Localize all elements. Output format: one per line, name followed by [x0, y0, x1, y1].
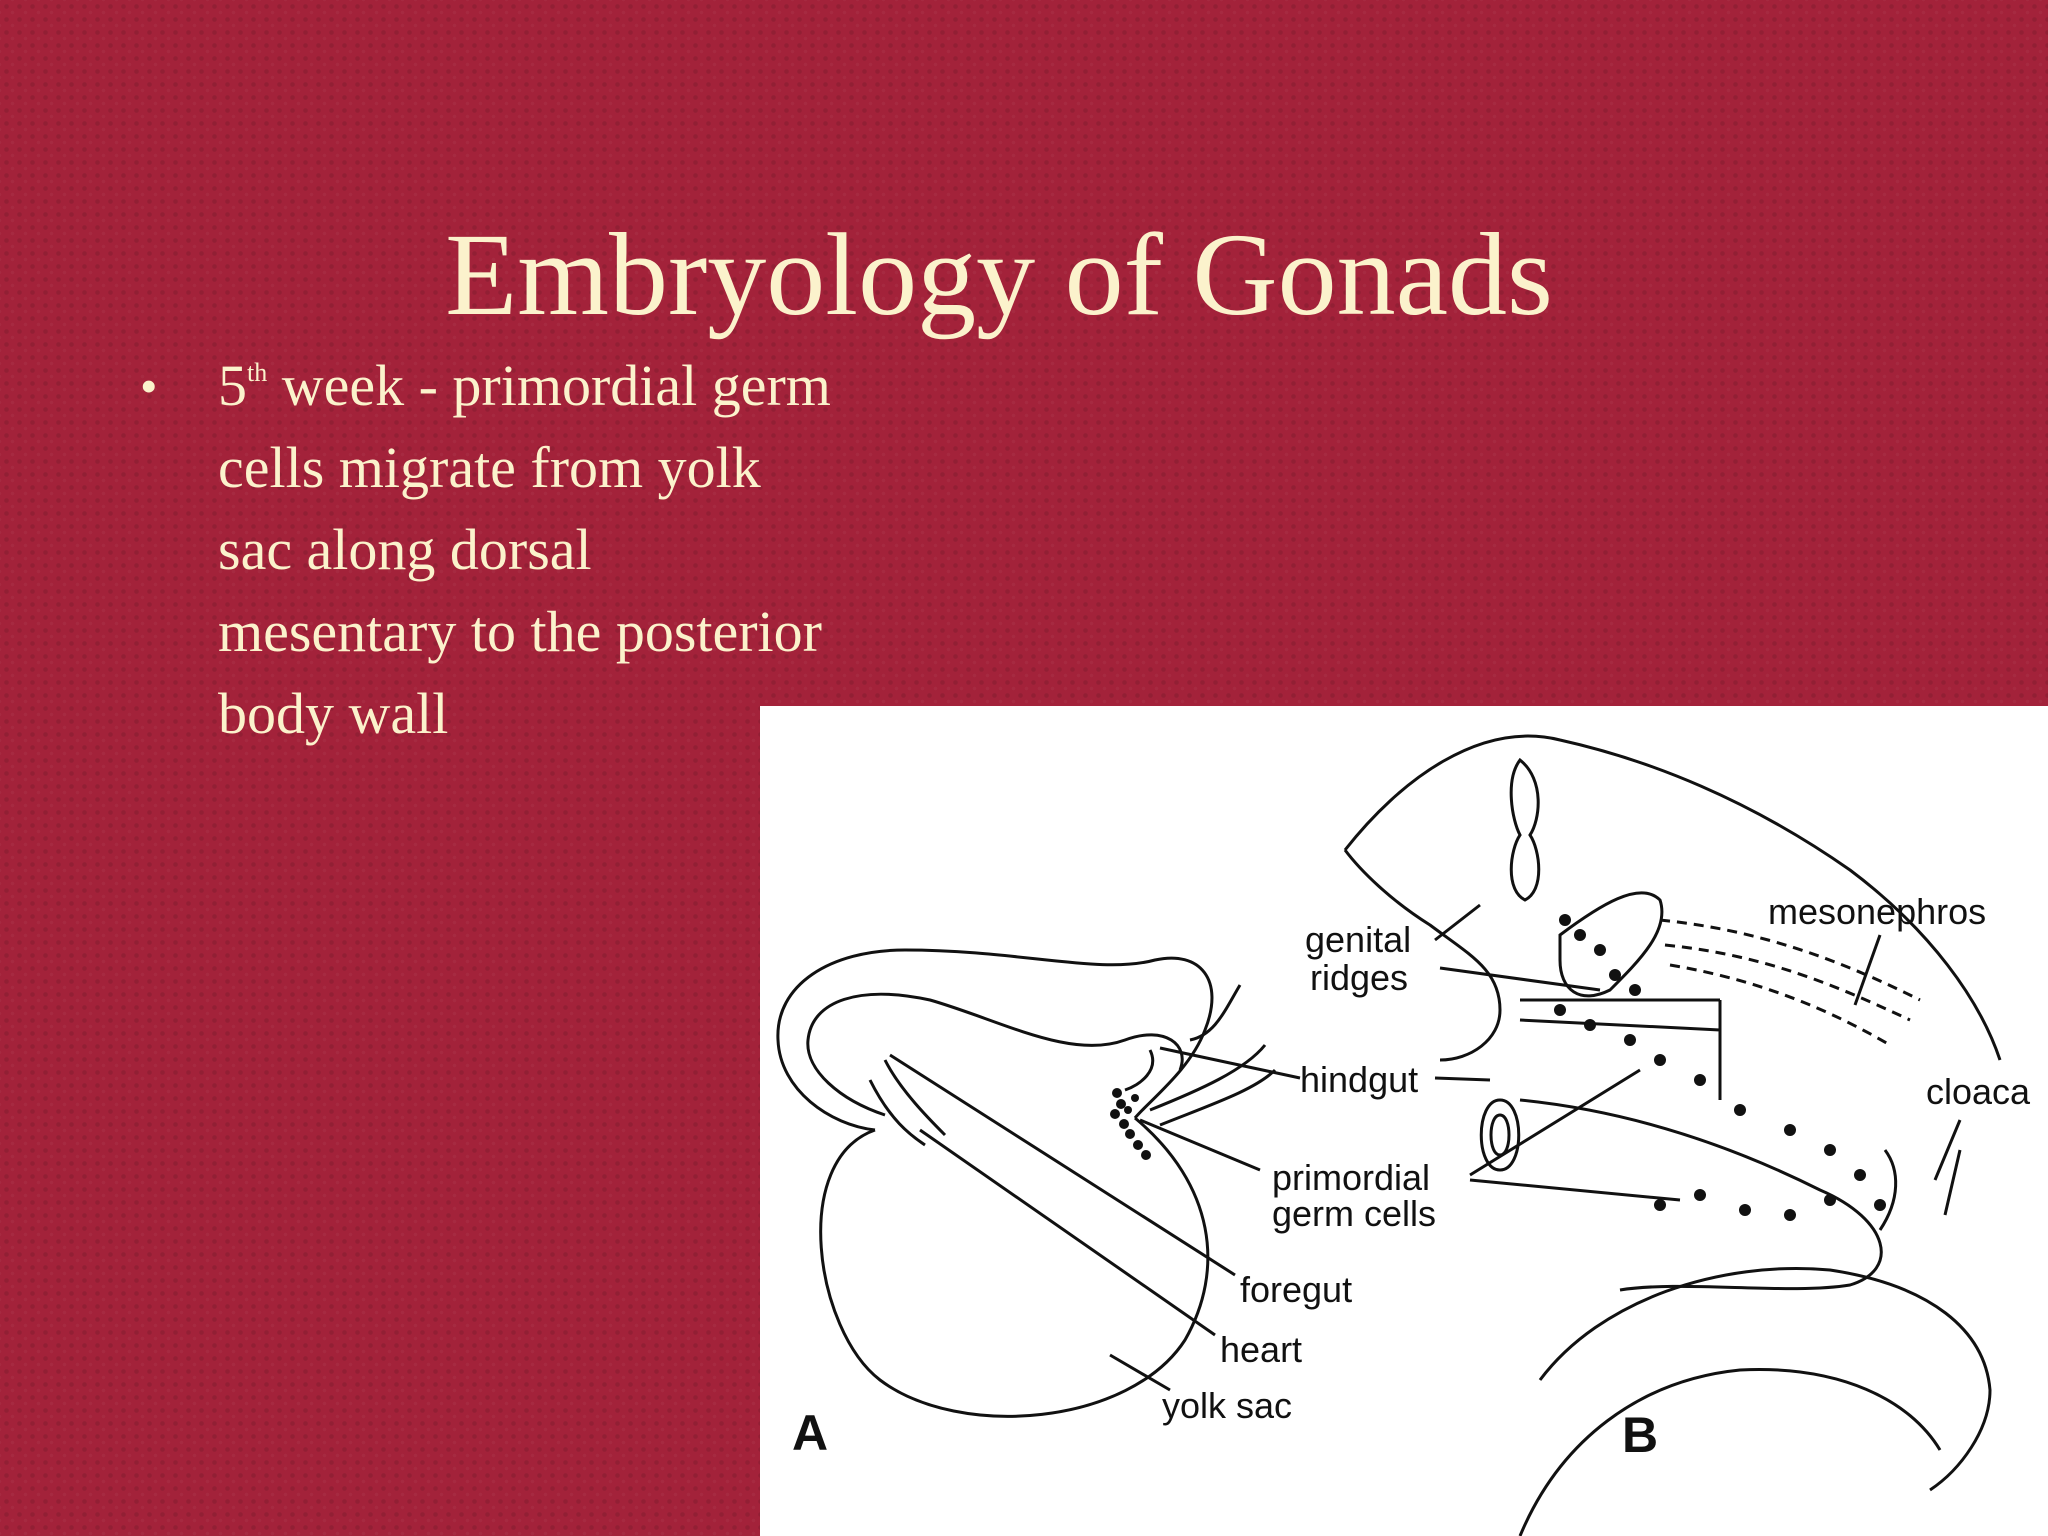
- label-yolk-sac: yolk sac: [1162, 1385, 1292, 1426]
- hindgut-ring: [1479, 1098, 1521, 1172]
- amnion-line: [1189, 984, 1242, 1042]
- yolk-curve-b: [1518, 1368, 1942, 1536]
- leader-pgc-a: [1139, 1118, 1261, 1172]
- embryo-outline-outer: [776, 948, 1214, 1132]
- embryo-diagram-svg: genital ridges hindgut primordial germ c…: [776, 734, 2031, 1536]
- embryo-diagram: genital ridges hindgut primordial germ c…: [760, 706, 2048, 1536]
- bullet-line-2: cells migrate from yolk: [218, 435, 761, 500]
- embryo-b-dorsal-outline: [1343, 734, 2002, 1061]
- label-panel-b: B: [1622, 1407, 1658, 1463]
- migration-arrow: [1878, 1149, 1898, 1231]
- bullet-text: 5th week - primordial germ cells migrate…: [218, 345, 978, 755]
- connecting-stalk: [1149, 1044, 1277, 1127]
- leader-heart: [919, 1128, 1216, 1337]
- leader-genital: [1434, 903, 1601, 992]
- leader-pgc-b: [1469, 1068, 1681, 1202]
- leader-hindgut-b: [1434, 1076, 1491, 1082]
- genital-ridge-b: [1558, 891, 1664, 998]
- label-cloaca: cloaca: [1926, 1071, 2031, 1112]
- bullet-line-5: body wall: [218, 681, 449, 746]
- leader-mesonephros: [1853, 934, 1882, 1006]
- label-germ-cells: germ cells: [1272, 1193, 1436, 1234]
- label-primordial: primordial: [1272, 1157, 1430, 1198]
- label-hindgut: hindgut: [1300, 1059, 1418, 1100]
- label-foregut: foregut: [1240, 1269, 1352, 1310]
- hindgut-tube: [1124, 1049, 1154, 1092]
- slide-title: Embryology of Gonads: [0, 210, 2048, 340]
- week-superscript: th: [247, 358, 268, 387]
- bullet-line-1-rest: week - primordial germ: [267, 353, 831, 418]
- mesentery-lines: [1519, 998, 1722, 1100]
- slide-title-text: Embryology of Gonads: [445, 209, 1553, 340]
- label-heart: heart: [1220, 1329, 1302, 1370]
- bullet-line-1: 5th week - primordial germ: [218, 345, 978, 427]
- yolk-sac-outline: [819, 1116, 1210, 1418]
- leader-foregut: [889, 1053, 1236, 1277]
- ventral-outline-b: [1538, 1266, 1992, 1492]
- leader-hindgut-a: [1159, 1046, 1301, 1080]
- week-number: 5: [218, 353, 247, 418]
- label-genital: genital: [1305, 919, 1411, 960]
- neural-tube: [1509, 757, 1541, 902]
- germ-cells-b: [1554, 914, 1886, 1221]
- bullet-marker: •: [140, 358, 158, 414]
- leader-cloaca: [1933, 1119, 1962, 1216]
- label-ridges: ridges: [1310, 957, 1408, 998]
- label-panel-a: A: [792, 1405, 828, 1461]
- body-wall-b: [1343, 849, 1502, 1062]
- leader-yolk: [1109, 1353, 1171, 1392]
- germ-cells-a: [1110, 1088, 1151, 1160]
- gut-wall-b: [1519, 1098, 1883, 1292]
- foregut-tube: [868, 1059, 947, 1147]
- embryo-outline-inner: [806, 992, 1184, 1117]
- mesonephros-dashed: [1659, 918, 1921, 1047]
- label-mesonephros: mesonephros: [1768, 891, 1986, 932]
- bullet-line-3: sac along dorsal: [218, 517, 592, 582]
- bullet-line-4: mesentary to the posterior: [218, 599, 822, 664]
